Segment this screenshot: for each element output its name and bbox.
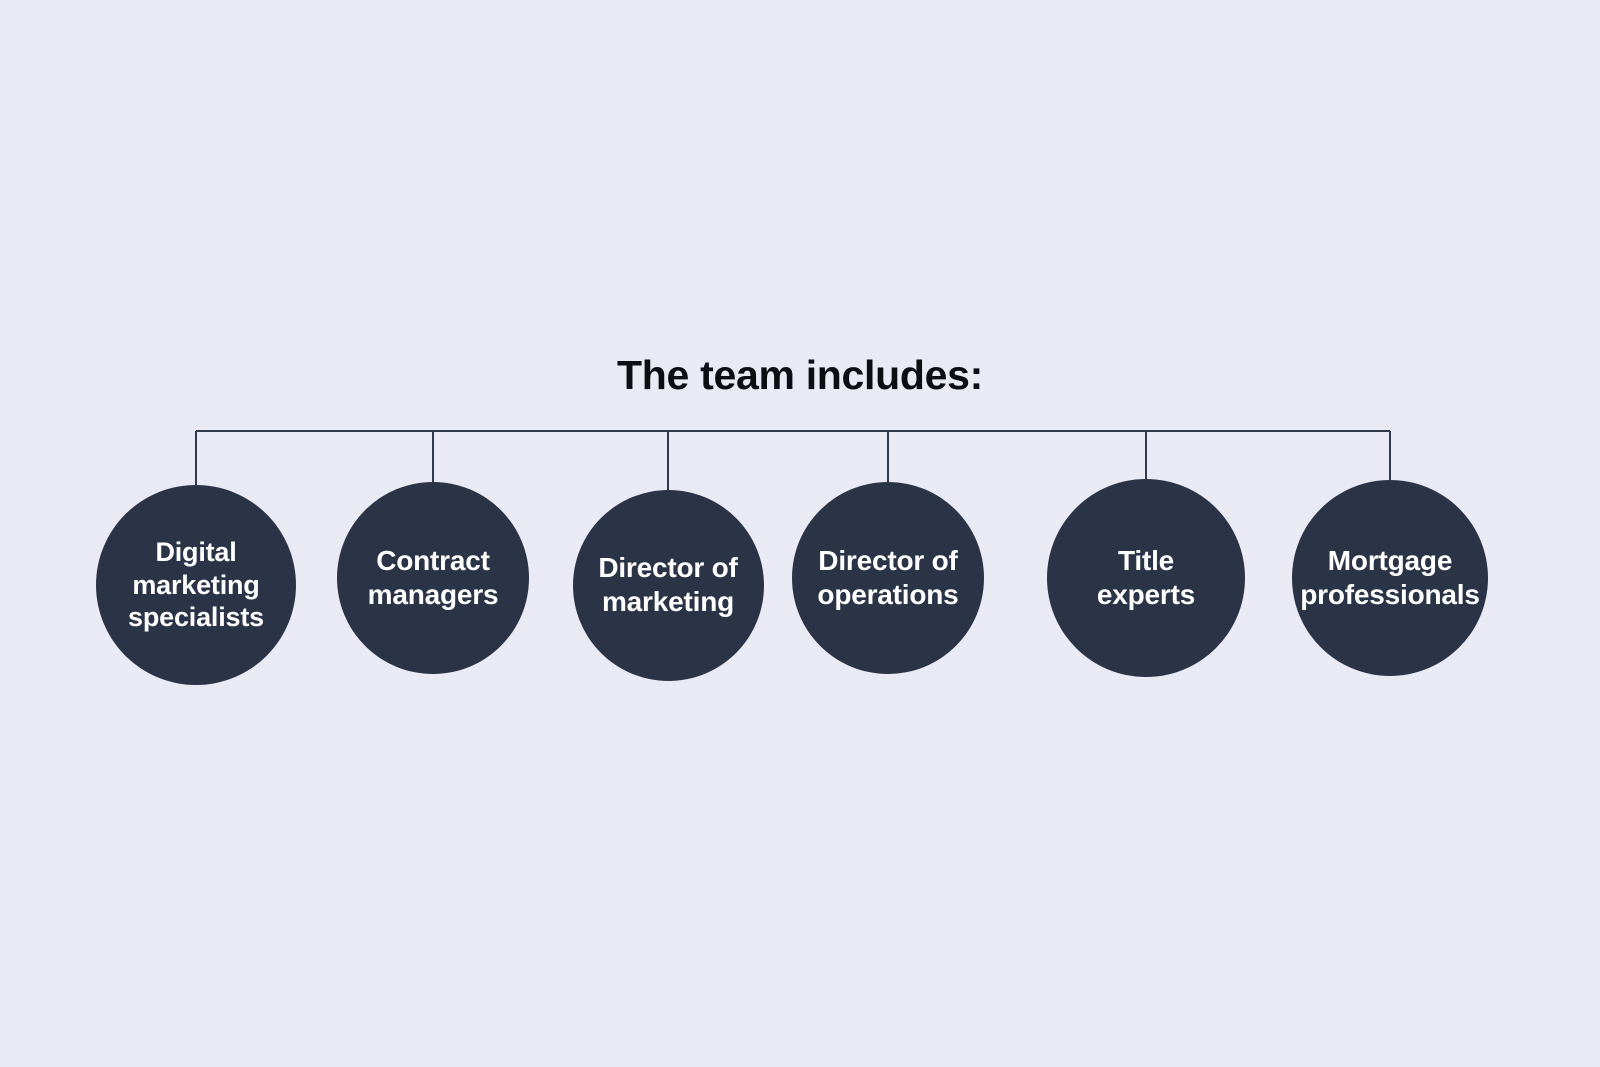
node-director-of-operations[interactable]: Director of operations (792, 482, 984, 674)
node-label-title-experts: Title experts (1096, 544, 1196, 610)
node-title-experts[interactable]: Title experts (1047, 479, 1245, 677)
node-label-director-of-marketing: Director of marketing (598, 551, 738, 617)
node-contract-managers[interactable]: Contract managers (337, 482, 529, 674)
node-label-director-of-operations: Director of operations (817, 544, 959, 610)
node-label-contract-managers: Contract managers (367, 544, 499, 610)
node-label-digital-marketing-specialists: Digital marketing specialists (128, 536, 264, 633)
node-mortgage-professionals[interactable]: Mortgage professionals (1292, 480, 1488, 676)
node-label-mortgage-professionals: Mortgage professionals (1300, 544, 1480, 610)
diagram-title: The team includes: (617, 352, 983, 398)
node-director-of-marketing[interactable]: Director of marketing (572, 489, 764, 681)
node-digital-marketing-specialists[interactable]: Digital marketing specialists (96, 485, 296, 685)
